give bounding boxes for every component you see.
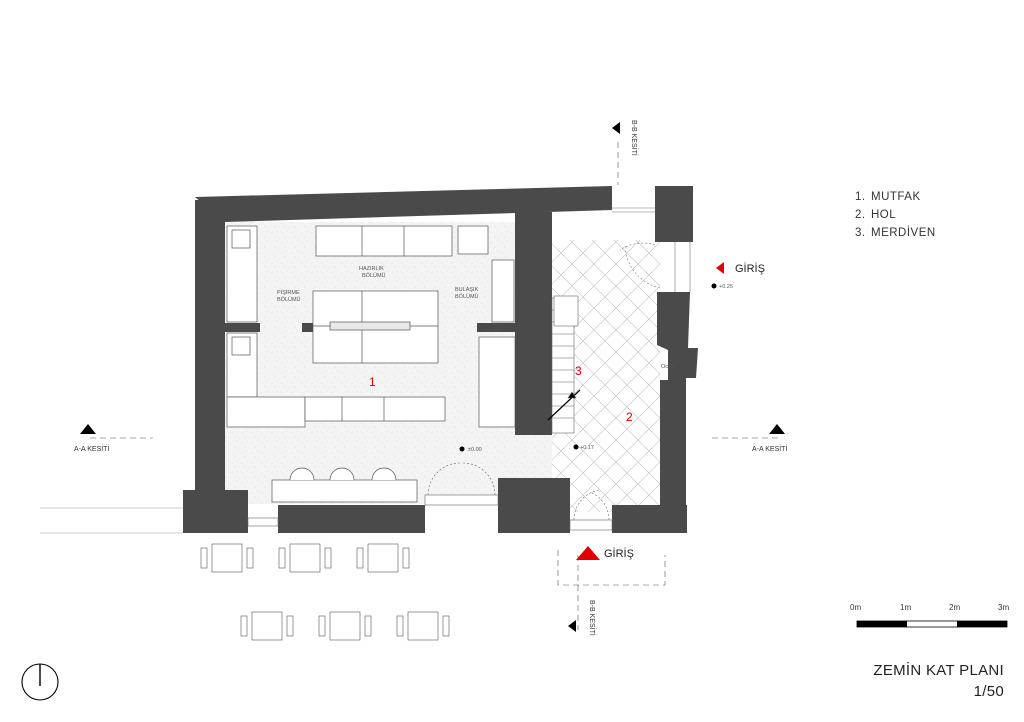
walls	[183, 186, 698, 533]
kitchen-door	[424, 462, 499, 506]
pavement-lines	[40, 507, 183, 534]
entrance-south-arrow	[576, 546, 600, 560]
elevation-000: ±0.00	[468, 447, 482, 453]
legend-item: 1.MUTFAK	[855, 191, 921, 203]
table	[356, 543, 410, 573]
table	[240, 611, 294, 641]
room-legend: 1.MUTFAK 2.HOL 3.MERDİVEN	[855, 188, 936, 242]
hall-door	[247, 489, 613, 531]
bb-bottom-marker	[568, 620, 576, 632]
elevation-025: +0.25	[719, 284, 733, 290]
outdoor-tables	[200, 543, 450, 641]
section-lines	[90, 142, 780, 630]
scale-label-3: 3m	[998, 603, 1010, 612]
table	[200, 543, 254, 573]
elevation-markers	[459, 283, 717, 452]
bb-bottom-label: B-B KESİTİ	[588, 600, 597, 636]
scale-bar	[856, 620, 1008, 628]
aa-right-marker	[769, 424, 785, 434]
zone-pisirme-2: BÖLÜMÜ	[277, 296, 301, 303]
room-2-label: 2	[626, 410, 633, 424]
aa-right-label: A-A KESİTİ	[752, 444, 787, 453]
legend-item: 2.HOL	[855, 209, 897, 221]
elevation-017: +0.17	[580, 445, 594, 451]
entrance-south-label: GİRİŞ	[604, 547, 634, 560]
room-3-label: 3	[575, 364, 582, 378]
scale-label-2: 2m	[949, 603, 961, 612]
legend-item: 3.MERDİVEN	[855, 227, 936, 239]
table	[396, 611, 450, 641]
bb-top-label: B-B KESİTİ	[630, 120, 639, 156]
zone-bulasik-2: BÖLÜMÜ	[455, 293, 479, 300]
entrance-east-arrow	[716, 262, 724, 274]
zone-pisirme-1: PİŞİRME	[277, 289, 300, 296]
corridor-floor	[515, 435, 552, 480]
aa-left-label: A-A KESİTİ	[74, 444, 109, 453]
scale-label-0: 0m	[850, 603, 862, 612]
kitchen-furniture	[226, 225, 516, 503]
plan-scale: 1/50	[973, 683, 1004, 700]
table	[278, 543, 332, 573]
room-1-label: 1	[369, 375, 376, 389]
east-entrance	[612, 207, 691, 292]
ocak-label: Ocak	[661, 364, 674, 370]
zone-hazirlik-1: HAZIRLIK	[359, 266, 384, 272]
zone-bulasik-1: BULAŞIK	[455, 287, 479, 293]
entrance-east-label: GİRİŞ	[735, 262, 765, 275]
zone-hazirlik-2: BÖLÜMÜ	[362, 272, 386, 279]
scale-label-1: 1m	[900, 603, 912, 612]
aa-left-marker	[80, 424, 96, 434]
table	[318, 611, 372, 641]
staircase	[547, 295, 581, 434]
north-arrow-icon	[21, 663, 59, 701]
plan-title-line1: ZEMİN KAT PLANI	[873, 662, 1004, 679]
bb-top-marker	[612, 122, 620, 134]
plan-title: ZEMİN KAT PLANI 1/50	[873, 660, 1004, 702]
